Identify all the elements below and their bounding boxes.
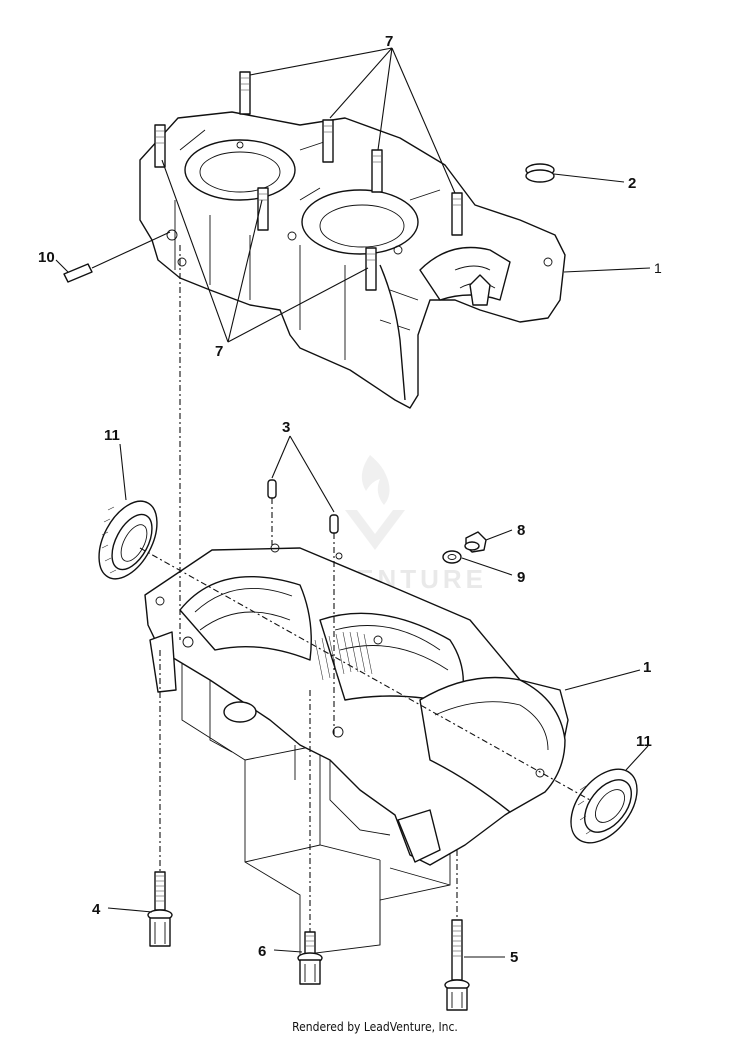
callout-6: 6	[258, 943, 266, 960]
callout-7-bottom: 7	[215, 343, 223, 360]
callout-11-left: 11	[104, 427, 120, 444]
callout-1-bottom: 1	[643, 659, 651, 676]
callout-3: 3	[282, 419, 290, 436]
render-credit: Rendered by LeadVenture, Inc.	[292, 1020, 458, 1034]
callout-9: 9	[517, 569, 525, 586]
callout-1-top: 1	[654, 260, 662, 276]
oil-seal-left-part-11	[98, 500, 158, 580]
leader-lines	[55, 47, 651, 958]
callout-2: 2	[628, 175, 636, 192]
bolt-part-6	[297, 931, 323, 985]
lower-crankcase	[144, 543, 569, 956]
callout-4: 4	[92, 901, 101, 918]
bolt-part-5	[444, 919, 470, 1011]
callout-8: 8	[517, 522, 525, 539]
callout-5: 5	[510, 949, 518, 966]
drain-plug-part-8	[464, 531, 487, 553]
callout-7-top: 7	[385, 33, 393, 50]
callout-10: 10	[38, 249, 55, 266]
dowels-part-3	[267, 479, 339, 534]
studs-7	[154, 71, 463, 291]
upper-crankcase	[139, 111, 566, 409]
washer-part-9	[442, 550, 462, 564]
assembly-centerlines	[139, 245, 591, 932]
oil-seal-right-part-11	[570, 768, 638, 844]
callout-11-right: 11	[636, 733, 652, 750]
bolt-part-4	[147, 871, 173, 947]
callout-labels: 7 7 2 1 10 11 3 8 9 1 11 4 6 5	[38, 33, 662, 966]
plug-part-2	[525, 163, 555, 183]
pin-part-10	[63, 263, 93, 283]
